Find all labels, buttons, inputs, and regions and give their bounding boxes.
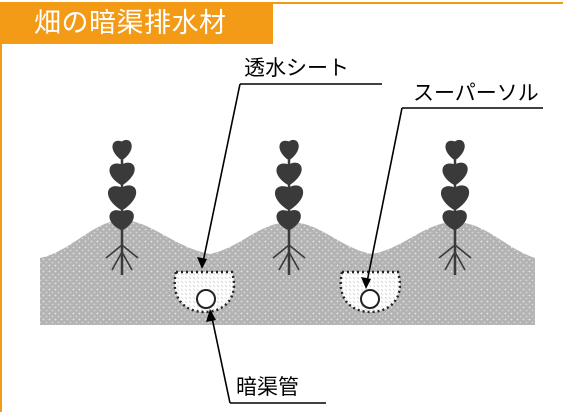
title-bar: 畑の暗渠排水材 (0, 2, 273, 44)
page-title: 畑の暗渠排水材 (34, 8, 227, 39)
plant-right (438, 140, 472, 275)
label-permeable-sheet: 透水シート (244, 56, 349, 80)
drain-trench-left (173, 270, 235, 314)
callout-supersoil: スーパーソル (361, 81, 543, 289)
soil-ground (40, 220, 535, 325)
plant-left (105, 140, 139, 275)
label-supersoil: スーパーソル (413, 81, 539, 105)
callout-permeable-sheet: 透水シート (197, 56, 382, 269)
top-border (273, 2, 563, 4)
drain-trench-right (339, 270, 401, 314)
label-drain-pipe: 暗渠管 (236, 375, 299, 399)
drain-pipe-right (360, 289, 380, 309)
drain-pipe-left (196, 289, 216, 309)
left-border (0, 44, 2, 412)
callout-drain-pipe: 暗渠管 (206, 309, 326, 404)
plant-center (272, 140, 306, 275)
